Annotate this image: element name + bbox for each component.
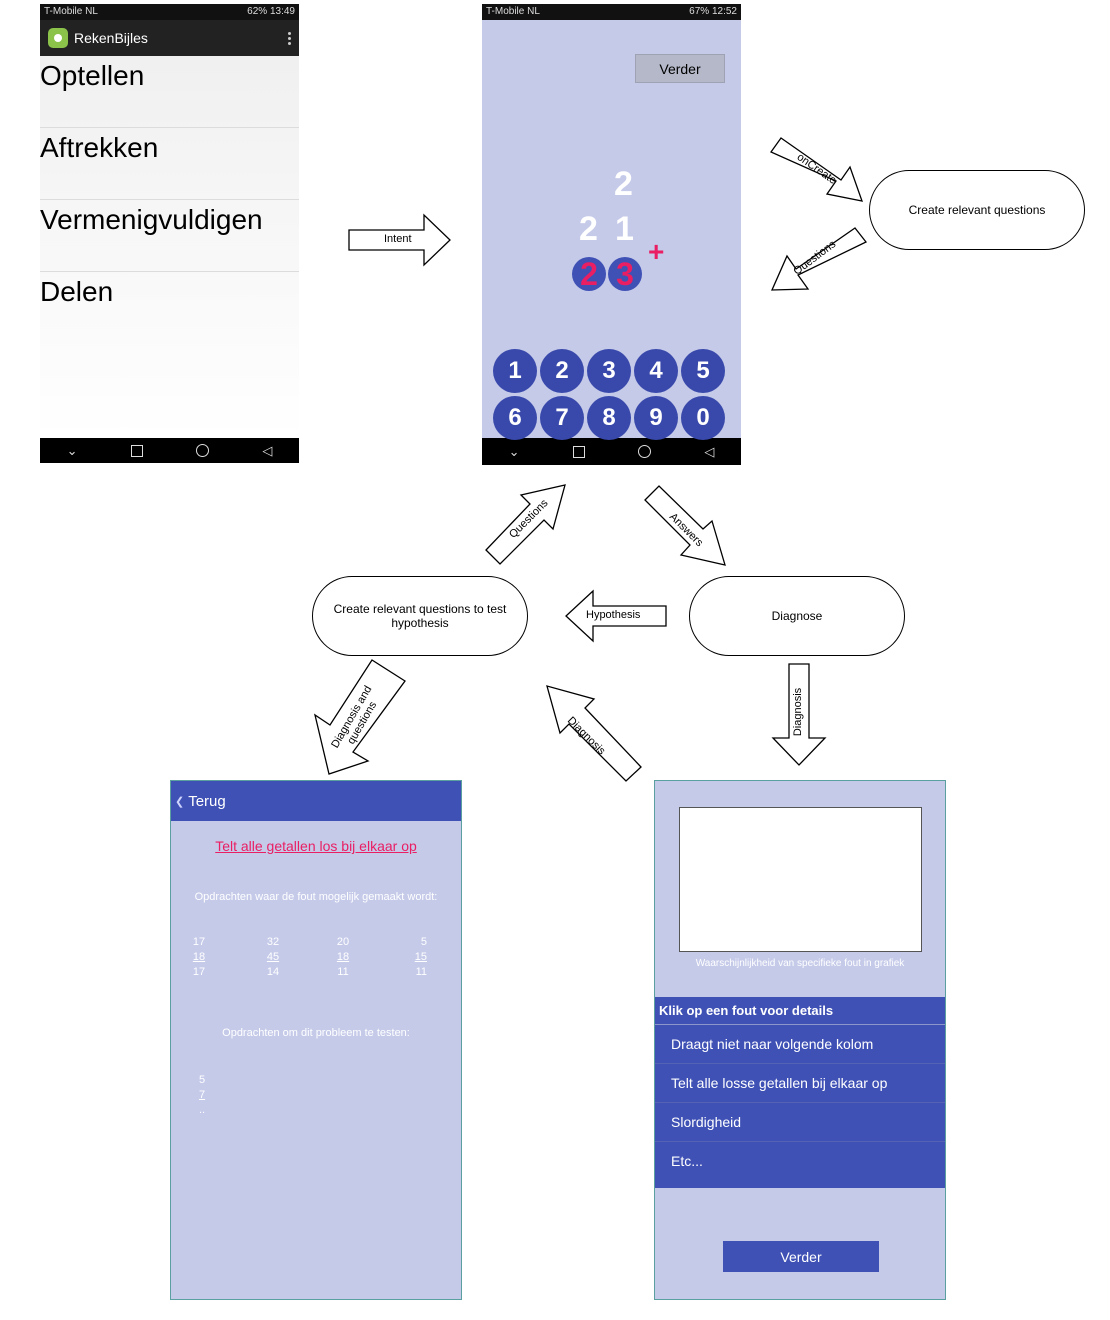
carry-digit: 2 [614, 165, 633, 203]
home-icon[interactable] [196, 444, 210, 457]
key-2[interactable]: 2 [540, 349, 584, 393]
key-1[interactable]: 1 [493, 349, 537, 393]
menu-list: Optellen Aftrekken Vermenigvuldigen Dele… [40, 56, 299, 438]
answer-digit-tens[interactable]: 2 [572, 256, 606, 292]
error-title-link[interactable]: Telt alle getallen los bij elkaar op [215, 838, 417, 854]
diagnose-node: Diagnose [689, 576, 905, 656]
game-area: Verder 2 2 1 2 3 + 1 2 3 4 5 6 7 8 9 0 [482, 20, 741, 440]
carrier-label: T-Mobile NL [486, 6, 540, 17]
hypothesis-label: Hypothesis [586, 609, 641, 621]
menu-item-optellen[interactable]: Optellen [40, 56, 299, 128]
key-4[interactable]: 4 [634, 349, 678, 393]
game-phone-screenshot: T-Mobile NL 67% 12:52 Verder 2 2 1 2 3 +… [482, 4, 741, 465]
back-chevron-icon[interactable]: ❮ [175, 795, 185, 808]
error-detail-screen: ❮ Terug Telt alle getallen los bij elkaa… [170, 780, 462, 1300]
status-bar: T-Mobile NL 67% 12:52 [482, 4, 741, 20]
oncreate-arrow [770, 137, 863, 202]
chevron-down-icon[interactable]: ⌄ [66, 442, 78, 458]
questions-return-arrow [770, 227, 868, 291]
key-7[interactable]: 7 [540, 396, 584, 440]
number-keypad: 1 2 3 4 5 6 7 8 9 0 [493, 349, 729, 440]
create-test-questions-node: Create relevant questions to test hypoth… [312, 576, 528, 656]
operator-sign: + [648, 236, 665, 267]
verder-button[interactable]: Verder [723, 1241, 879, 1272]
list-item[interactable]: Etc... [655, 1142, 945, 1188]
diagnosis-down-label: Diagnosis [792, 687, 805, 737]
chevron-down-icon[interactable]: ⌄ [508, 443, 520, 459]
top-digit-ones: 1 [615, 210, 634, 248]
recents-icon[interactable] [130, 444, 143, 457]
status-right: 62% 13:49 [247, 6, 295, 17]
header-bar: ❮ Terug [171, 781, 461, 821]
exercises-subtitle: Opdrachten waar de fout mogelijk gemaakt… [194, 891, 438, 903]
key-3[interactable]: 3 [587, 349, 631, 393]
status-bar: T-Mobile NL 62% 13:49 [40, 4, 299, 20]
menu-phone-screenshot: T-Mobile NL 62% 13:49 RekenBijles Optell… [40, 4, 299, 463]
app-logo-icon [48, 28, 68, 48]
test-exercises-subtitle: Opdrachten om dit probleem te testen: [222, 1027, 410, 1039]
graph-caption: Waarschijnlijkheid van specifieke fout i… [695, 958, 905, 969]
back-icon[interactable]: ◁ [262, 442, 273, 458]
recents-icon[interactable] [572, 445, 585, 458]
list-item[interactable]: Telt alle losse getallen bij elkaar op [655, 1064, 945, 1103]
error-list: Klik op een fout voor details Draagt nie… [655, 997, 945, 1188]
home-icon[interactable] [638, 445, 652, 458]
diagnosis-down-arrow [771, 663, 827, 766]
key-0[interactable]: 0 [681, 396, 725, 440]
top-digit-tens: 2 [579, 210, 598, 248]
nav-bar: ⌄ ◁ [40, 438, 299, 463]
nav-bar: ⌄ ◁ [482, 438, 741, 465]
menu-item-delen[interactable]: Delen [40, 276, 114, 307]
verder-button[interactable]: Verder [635, 54, 725, 83]
intent-label: Intent [384, 233, 412, 245]
app-bar: RekenBijles [40, 20, 299, 56]
list-header: Klik op een fout voor details [655, 997, 945, 1025]
graph-placeholder-image [679, 807, 922, 952]
diagnosis-up-arrow [546, 685, 642, 782]
hypothesis-arrow [565, 589, 667, 643]
diagnosis-questions-arrow [313, 659, 406, 775]
key-9[interactable]: 9 [634, 396, 678, 440]
menu-item-aftrekken[interactable]: Aftrekken [40, 128, 299, 200]
list-item[interactable]: Slordigheid [655, 1103, 945, 1142]
diagnosis-screen: Waarschijnlijkheid van specifieke fout i… [654, 780, 946, 1300]
questions-up-arrow [485, 484, 566, 565]
answer-digit-ones[interactable]: 3 [608, 256, 642, 292]
create-questions-node: Create relevant questions [869, 170, 1085, 250]
key-5[interactable]: 5 [681, 349, 725, 393]
status-right: 67% 12:52 [689, 6, 737, 17]
intent-arrow [348, 213, 451, 267]
back-icon[interactable]: ◁ [704, 443, 715, 459]
menu-item-vermenigvuldigen[interactable]: Vermenigvuldigen [40, 200, 299, 272]
back-button[interactable]: Terug [188, 792, 226, 810]
key-8[interactable]: 8 [587, 396, 631, 440]
answers-arrow [644, 485, 726, 566]
carrier-label: T-Mobile NL [44, 6, 98, 17]
app-title: RekenBijles [74, 30, 148, 46]
overflow-menu-icon[interactable] [288, 31, 291, 45]
key-6[interactable]: 6 [493, 396, 537, 440]
list-item[interactable]: Draagt niet naar volgende kolom [655, 1025, 945, 1064]
